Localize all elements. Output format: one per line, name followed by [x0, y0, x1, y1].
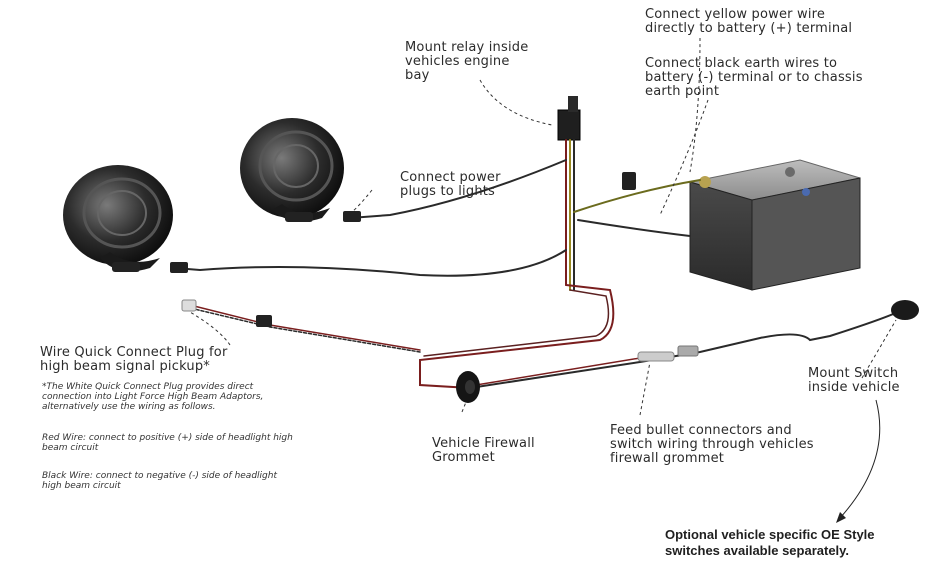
driving-light-right: [240, 118, 344, 222]
optional-switches-note: Optional vehicle specific OE Style switc…: [665, 527, 875, 558]
bullet-connectors: [637, 351, 675, 362]
mount-switch-label: Mount Switch inside vehicle: [808, 366, 900, 395]
battery: [689, 159, 861, 291]
power-plug-right: [343, 211, 361, 222]
quick-connect-plug: [181, 299, 197, 312]
note-red-wire: Red Wire: connect to positive (+) side o…: [42, 433, 293, 453]
optional-arrow: [836, 399, 881, 523]
note-black-wire: Black Wire: connect to negative (-) side…: [42, 471, 277, 491]
fuse-holder: [622, 172, 636, 190]
inline-fuse: [256, 315, 272, 327]
feed-bullet-label: Feed bullet connectors and switch wiring…: [610, 423, 814, 466]
relay: [557, 96, 581, 141]
leader-lines: [189, 37, 897, 416]
connectors: [170, 172, 699, 362]
power-plugs-label: Connect power plugs to lights: [400, 170, 501, 199]
firewall-grommet-label: Vehicle Firewall Grommet: [432, 436, 535, 465]
note-quick-connect: *The White Quick Connect Plug provides d…: [42, 382, 264, 412]
mount-relay-label: Mount relay inside vehicles engine bay: [405, 40, 529, 83]
driving-light-left: [63, 165, 173, 272]
black-wire-label: Connect black earth wires to battery (-)…: [645, 56, 863, 99]
quick-connect-label: Wire Quick Connect Plug for high beam si…: [40, 345, 228, 374]
switch: [891, 300, 919, 320]
power-plug-left: [170, 262, 188, 273]
firewall-grommet: [456, 371, 480, 403]
yellow-wire-label: Connect yellow power wire directly to ba…: [645, 7, 853, 36]
